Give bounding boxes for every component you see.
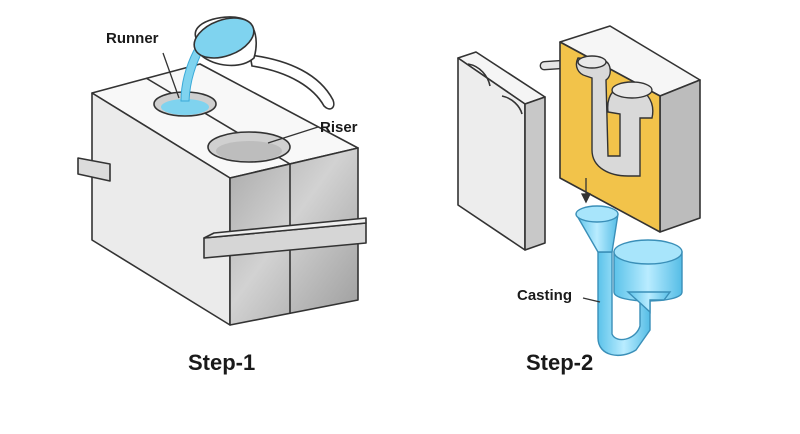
molten-metal-stream <box>180 49 204 102</box>
eject-arrow <box>580 178 592 204</box>
step1-mold <box>77 63 367 326</box>
mold-clamp-band-top <box>203 217 367 239</box>
casting-part <box>575 205 683 357</box>
step2-right-mold-half <box>559 25 701 233</box>
runner-leader-line <box>162 52 180 99</box>
runner-opening <box>153 91 217 117</box>
step1-caption: Step-1 <box>188 350 256 375</box>
riser-label: Riser <box>320 119 358 136</box>
pouring-ladle <box>193 16 335 110</box>
mold-clamp-left <box>77 157 111 182</box>
mold-cavity <box>575 55 654 177</box>
casting-leader-line <box>582 297 601 303</box>
step2-left-mold-half <box>457 51 546 251</box>
casting-label: Casting <box>517 287 573 304</box>
riser-opening <box>207 131 291 163</box>
step2-caption: Step-2 <box>526 350 594 375</box>
runner-label: Runner <box>106 30 159 47</box>
riser-leader-line <box>267 126 319 144</box>
